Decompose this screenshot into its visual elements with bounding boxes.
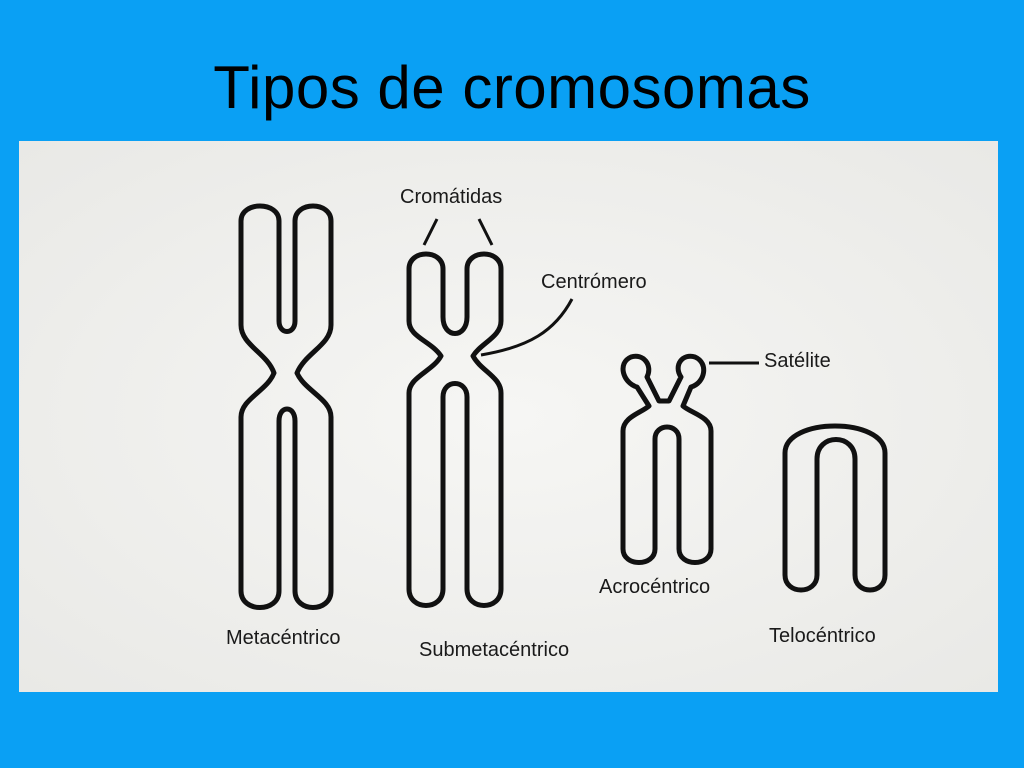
telocentric-chromosome xyxy=(782,423,888,593)
label-metacentrico: Metacéntrico xyxy=(226,627,341,649)
metacentric-chromosome xyxy=(238,203,334,610)
label-satelite: Satélite xyxy=(764,350,831,372)
label-centromero: Centrómero xyxy=(541,271,647,293)
chromosome-figure: Cromátidas Centrómero Satélite Metacéntr… xyxy=(19,141,998,692)
centromero-leader xyxy=(480,298,574,357)
leader-lines xyxy=(422,218,759,365)
cromatidas-leader-left xyxy=(422,218,439,246)
chromosome-diagram xyxy=(19,141,998,692)
cromatidas-leader-right xyxy=(477,218,494,246)
label-cromatidas: Cromátidas xyxy=(400,186,503,208)
submetacentric-chromosome xyxy=(406,251,504,608)
label-telocentrico: Telocéntrico xyxy=(769,625,876,647)
acrocentric-chromosome xyxy=(620,353,714,565)
label-acrocentrico: Acrocéntrico xyxy=(599,576,711,598)
slide-title: Tipos de cromosomas xyxy=(213,54,811,121)
paper-background xyxy=(19,141,998,692)
label-submetacentrico: Submetacéntrico xyxy=(419,639,570,661)
